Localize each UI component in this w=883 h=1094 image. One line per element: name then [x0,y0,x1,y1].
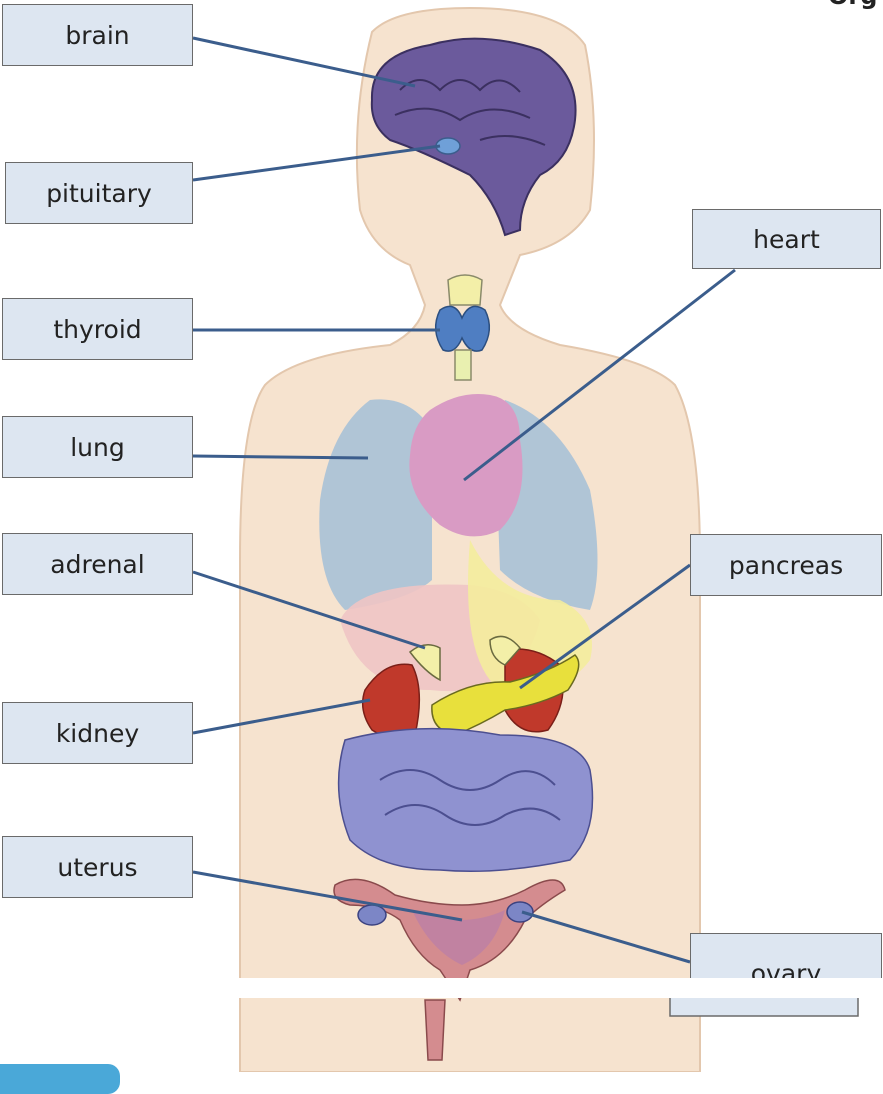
label-adrenal: adrenal [2,533,193,595]
left-ovary [358,905,386,925]
label-thyroid: thyroid [2,298,193,360]
larynx [448,275,482,305]
label-kidney: kidney [2,702,193,764]
trachea [455,350,471,380]
label-uterus: uterus [2,836,193,898]
right-ovary [507,902,533,922]
vaginal-canal [425,1000,445,1060]
label-heart: heart [692,209,881,269]
leader-line-lung [193,456,368,458]
label-pituitary: pituitary [5,162,193,224]
label-brain: brain [2,4,193,66]
white-strip [0,978,883,998]
endocrine-diagram: Org brain pituitary thyroid lung adrenal… [0,0,883,1072]
intestines [339,729,593,872]
diagram-title: Org [828,0,877,10]
label-pancreas: pancreas [690,534,882,596]
label-lung: lung [2,416,193,478]
corner-tab [0,1064,120,1094]
